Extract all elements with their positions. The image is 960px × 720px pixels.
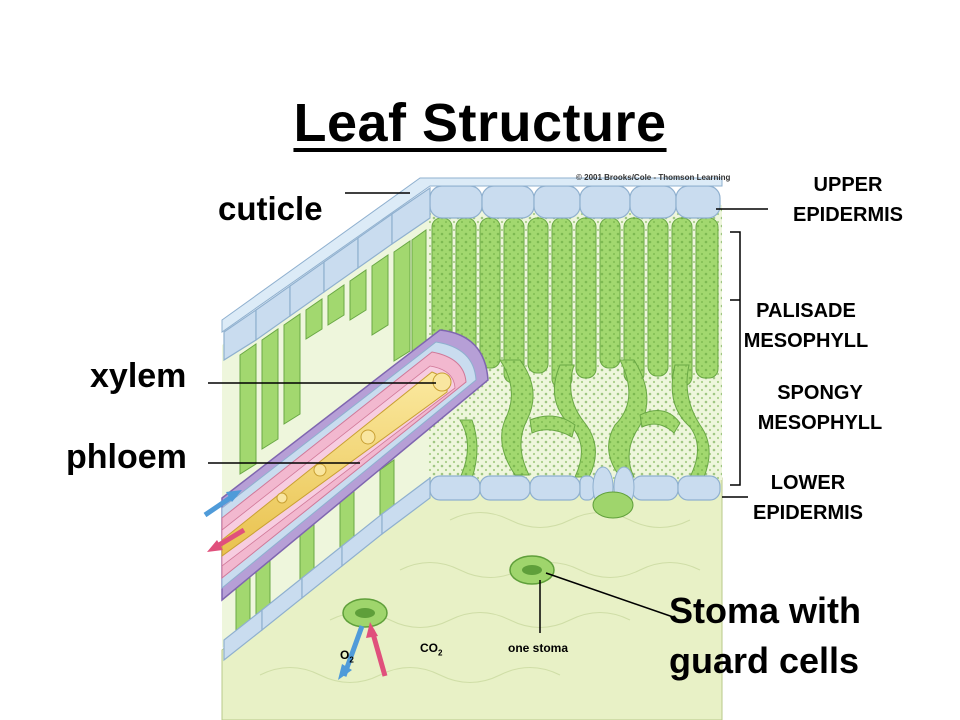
o2-arrow-icon [338, 625, 365, 680]
palisade-mesophyll-label: PALISADE MESOPHYLL [718, 296, 894, 356]
co2-arrow-icon [366, 622, 388, 677]
upper-epidermis-line-1: UPPER [813, 174, 883, 196]
o2-subscript: 2 [349, 655, 354, 665]
stoma-surface-1 [509, 555, 555, 585]
spongy-mesophyll-label: SPONGY MESOPHYLL [732, 378, 908, 438]
copyright-notice: © 2001 Brooks/Cole - Thomson Learning [576, 173, 731, 182]
upper-epidermis-line-2: EPIDERMIS [792, 204, 904, 226]
spongy-line-1: SPONGY [777, 382, 863, 404]
vein-arrow-blue-icon [203, 490, 242, 518]
cuticle-layer [221, 177, 723, 333]
stoma-line-1: Stoma with [669, 590, 862, 631]
stoma-label: Stoma with guard cells [669, 586, 861, 686]
co2-text: CO [420, 641, 438, 655]
lower-epidermis-cells [429, 475, 721, 501]
vein-arrow-pink-icon [207, 527, 246, 552]
stoma-line-2: guard cells [669, 640, 860, 681]
one-stoma-label: one stoma [508, 641, 569, 655]
co2-label: CO2 [420, 641, 442, 657]
palisade-line-1: PALISADE [756, 300, 856, 322]
upper-epidermis-label: UPPER EPIDERMIS [768, 170, 928, 230]
co2-subscript: 2 [438, 648, 443, 658]
spongy-line-2: MESOPHYLL [757, 412, 883, 434]
stoma-cross-section [592, 466, 635, 519]
xylem-label: xylem [90, 357, 187, 395]
upper-epidermis-cells [429, 185, 721, 219]
o2-label: O2 [340, 648, 354, 664]
cuticle-label: cuticle [218, 190, 323, 227]
palisade-line-2: MESOPHYLL [743, 330, 869, 352]
stoma-surface-2 [342, 598, 388, 628]
lower-epidermis-label: LOWER EPIDERMIS [728, 468, 888, 528]
lower-line-1: LOWER [770, 472, 846, 494]
page-title: Leaf Structure [293, 93, 667, 153]
phloem-label: phloem [66, 438, 187, 476]
lower-line-2: EPIDERMIS [752, 502, 864, 524]
o2-text: O [340, 648, 350, 662]
vascular-bundle [221, 329, 489, 602]
leader-lines [208, 192, 768, 633]
